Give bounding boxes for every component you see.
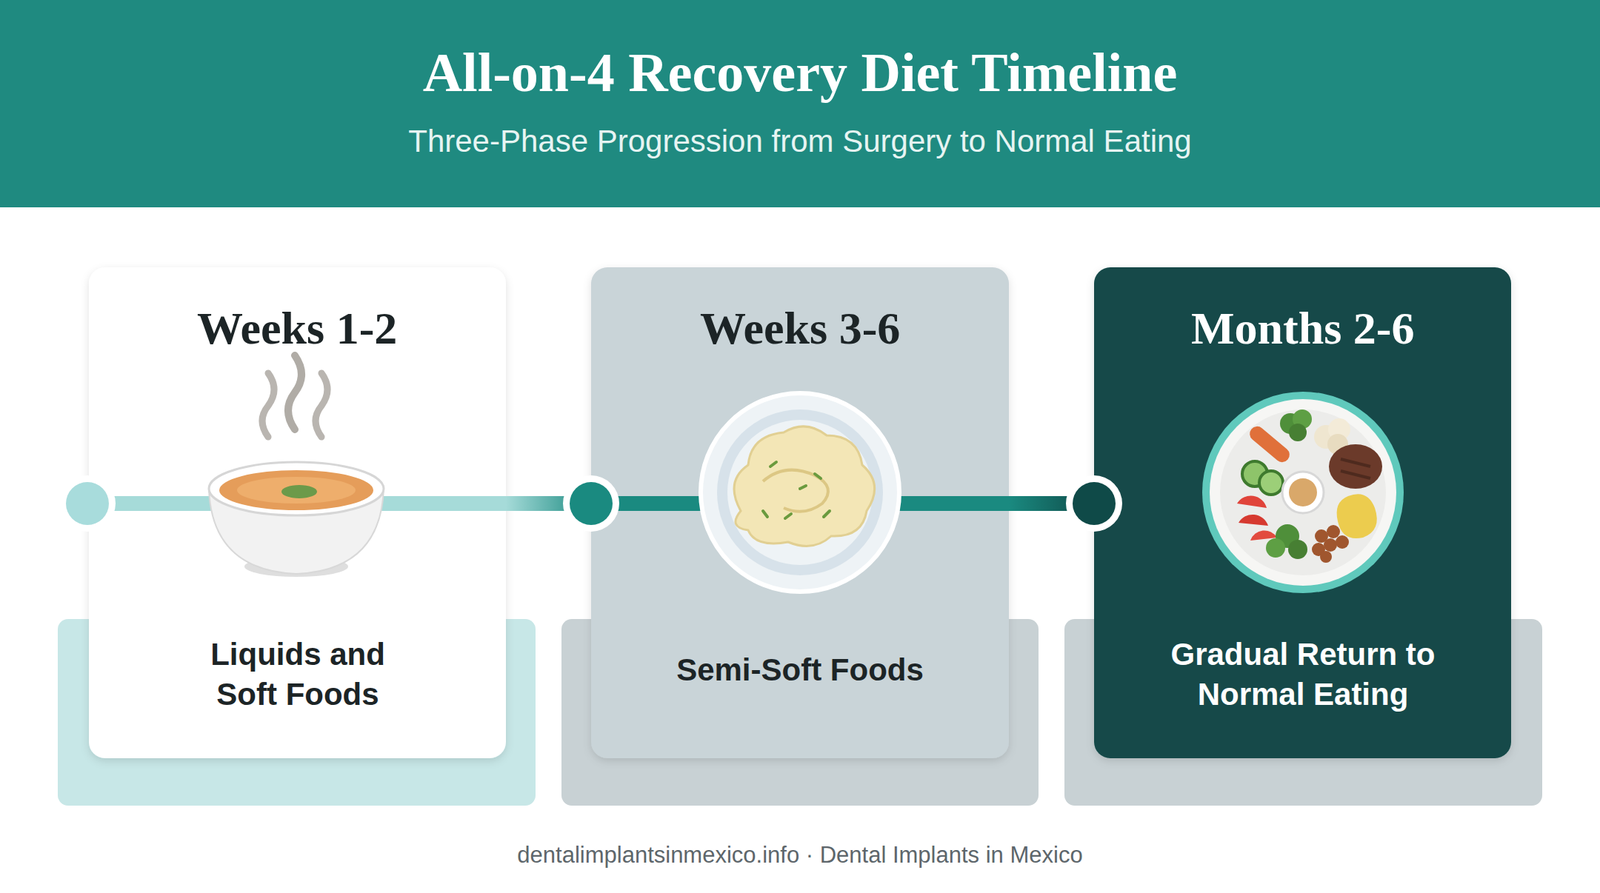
mashed-potato-plate-icon (700, 393, 900, 592)
phase-description: Liquids and Soft Foods (186, 634, 409, 715)
phase-card: Months 2-6Gradual Return to Normal Eatin… (1094, 267, 1512, 759)
soup-bowl-icon (208, 355, 384, 578)
phase-description: Semi-Soft Foods (637, 650, 963, 691)
header-band (0, 0, 1600, 208)
phase-period: Weeks 3-6 (700, 302, 900, 354)
subtitle-text: Three-Phase Progression from Surgery to … (0, 122, 1600, 160)
balanced-meal-plate-icon (1202, 391, 1404, 594)
footer-source: dentalimplantsinmexico.info · Dental Imp… (0, 841, 1600, 869)
phase-period: Months 2-6 (1191, 302, 1415, 354)
phase-card: Weeks 3-6Semi-Soft Foods (591, 267, 1009, 759)
phase-card: Weeks 1-2Liquids and Soft Foods (88, 267, 506, 759)
diagram-title: All-on-4 Recovery Diet Timeline (0, 42, 1600, 103)
phase-description: Gradual Return to Normal Eating (1140, 634, 1466, 715)
phase-period: Weeks 1-2 (197, 302, 398, 354)
